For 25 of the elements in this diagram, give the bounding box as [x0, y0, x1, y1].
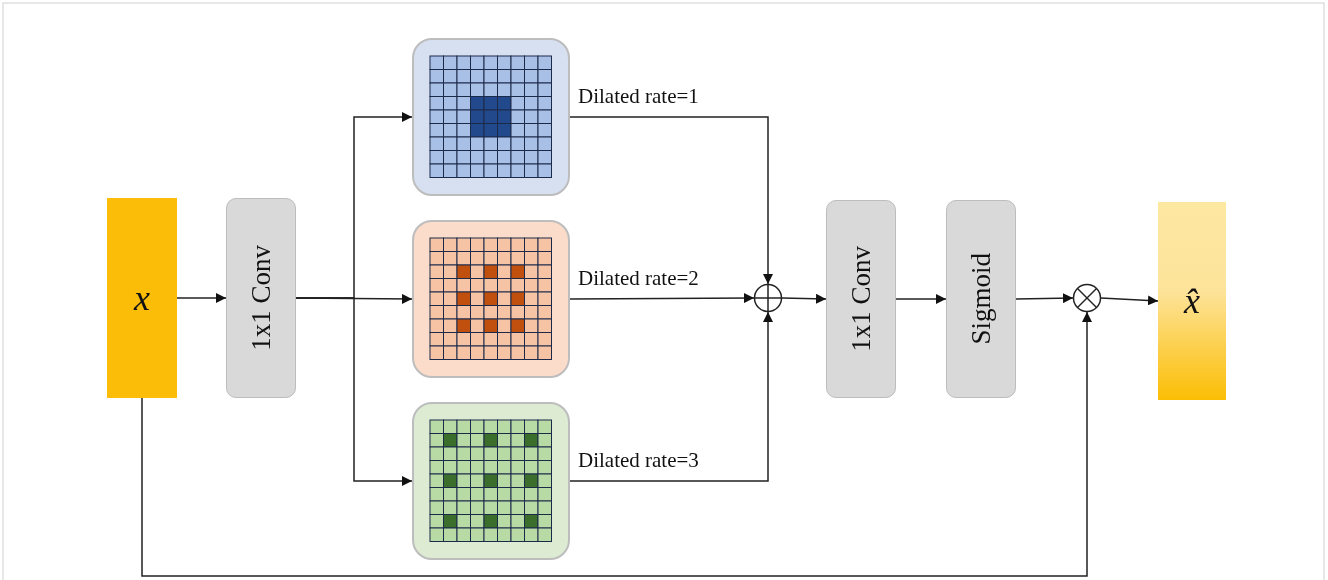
arrow — [569, 311, 773, 482]
feature-map-bar — [1158, 202, 1226, 400]
operation-label: 1x1 Conv — [245, 245, 277, 351]
operation-box — [946, 200, 1016, 398]
kernel-panel — [412, 38, 570, 196]
arrow — [176, 293, 227, 303]
arrow — [781, 293, 827, 304]
operation-box — [226, 198, 296, 398]
arrow — [569, 116, 773, 285]
multiply-symbol — [1073, 284, 1101, 312]
arrow — [1015, 293, 1074, 304]
operation-label: 1x1 Conv — [845, 246, 877, 352]
tensor-symbol: x̂ — [1184, 280, 1200, 322]
arrow — [295, 297, 413, 486]
feature-map-bar — [107, 198, 177, 398]
kernel-panel — [412, 402, 570, 560]
operation-label: Sigmoid — [965, 253, 997, 345]
arrow — [569, 293, 755, 304]
arrow — [1100, 295, 1159, 306]
operation-box — [826, 200, 896, 398]
kernel-panel — [412, 220, 570, 378]
tensor-symbol: x — [134, 277, 150, 319]
arrow — [141, 311, 1092, 577]
sum-symbol — [754, 284, 782, 312]
arrow — [895, 294, 947, 304]
